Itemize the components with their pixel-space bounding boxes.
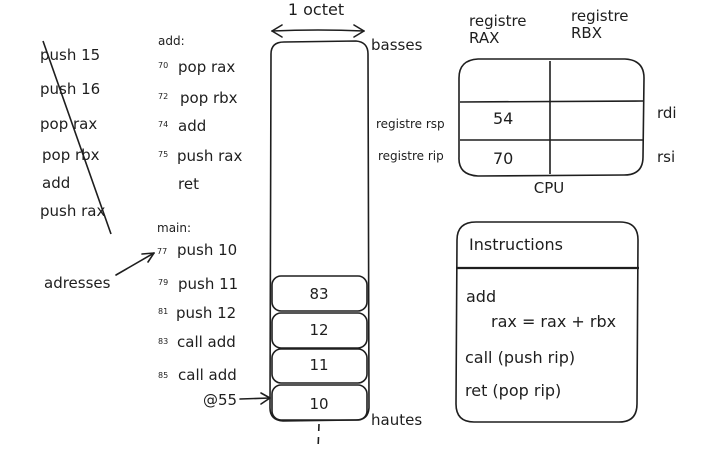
code-address: 72 — [158, 92, 169, 101]
stack-bottom-label: hautes — [371, 411, 423, 429]
stack-cell-2 — [271, 312, 368, 349]
left-program-line: push 16 — [40, 80, 101, 98]
instruction-line: call (push rip) — [465, 348, 576, 367]
rsp-value: 54 — [493, 109, 514, 128]
stack-pointer-arrow — [239, 392, 271, 405]
code-line: add — [178, 117, 207, 135]
instruction-line: rax = rax + rbx — [491, 312, 617, 331]
code-line: push 12 — [176, 304, 237, 322]
left-program-line: pop rax — [40, 115, 98, 133]
code-line: ret — [178, 175, 199, 193]
code-address: 85 — [158, 371, 169, 380]
code-line: push 11 — [178, 275, 239, 293]
left-program-line: add — [42, 174, 71, 192]
left-program-line: push 15 — [40, 46, 101, 64]
left-program-line: push rax — [40, 202, 106, 220]
instructions-title: Instructions — [469, 235, 563, 254]
code-line: push rax — [177, 147, 243, 165]
adresses-arrow — [115, 252, 155, 276]
stack-continuation — [317, 423, 320, 451]
main-func-title: main: — [157, 221, 192, 235]
instructions-box — [455, 221, 639, 423]
code-address: 75 — [158, 150, 169, 159]
stack-cell-value: 12 — [309, 321, 329, 339]
code-address: 81 — [158, 307, 169, 316]
width-arrow — [271, 24, 365, 38]
stack-cell-4 — [271, 384, 368, 421]
stack-cell-1 — [271, 275, 368, 312]
rip-value: 70 — [493, 149, 514, 168]
code-line: pop rbx — [180, 89, 238, 107]
stack-pointer-label: @55 — [203, 391, 238, 409]
strike-line — [42, 40, 112, 235]
cell-width-label: 1 octet — [287, 0, 345, 19]
cpu-label: CPU — [533, 179, 565, 197]
code-address: 79 — [158, 278, 169, 287]
cpu-register-box — [458, 58, 645, 177]
rbx-header: registre RBX — [571, 7, 629, 43]
code-line: call add — [177, 333, 236, 351]
code-address: 77 — [157, 247, 168, 256]
stack-cell-value: 10 — [309, 395, 329, 413]
stack-cell-3 — [271, 348, 368, 384]
code-line: push 10 — [177, 241, 238, 259]
stack-cell-value: 11 — [309, 356, 329, 374]
stack-cell-value: 83 — [309, 285, 329, 303]
code-line: pop rax — [178, 58, 236, 76]
rsi-label: rsi — [657, 148, 676, 166]
code-line: call add — [178, 366, 237, 384]
code-address: 70 — [158, 61, 169, 70]
code-address: 83 — [158, 337, 169, 346]
stack-top-label: basses — [371, 36, 423, 54]
instruction-line: add — [466, 287, 497, 306]
rsp-label: registre rsp — [376, 117, 445, 131]
rax-header: registre RAX — [469, 12, 527, 48]
code-address: 74 — [158, 120, 169, 129]
rdi-label: rdi — [657, 104, 677, 122]
rip-label: registre rip — [378, 149, 444, 163]
instruction-line: ret (pop rip) — [465, 381, 562, 400]
left-program-line: pop rbx — [42, 146, 100, 164]
add-func-title: add: — [158, 34, 185, 48]
adresses-label: adresses — [44, 274, 111, 292]
